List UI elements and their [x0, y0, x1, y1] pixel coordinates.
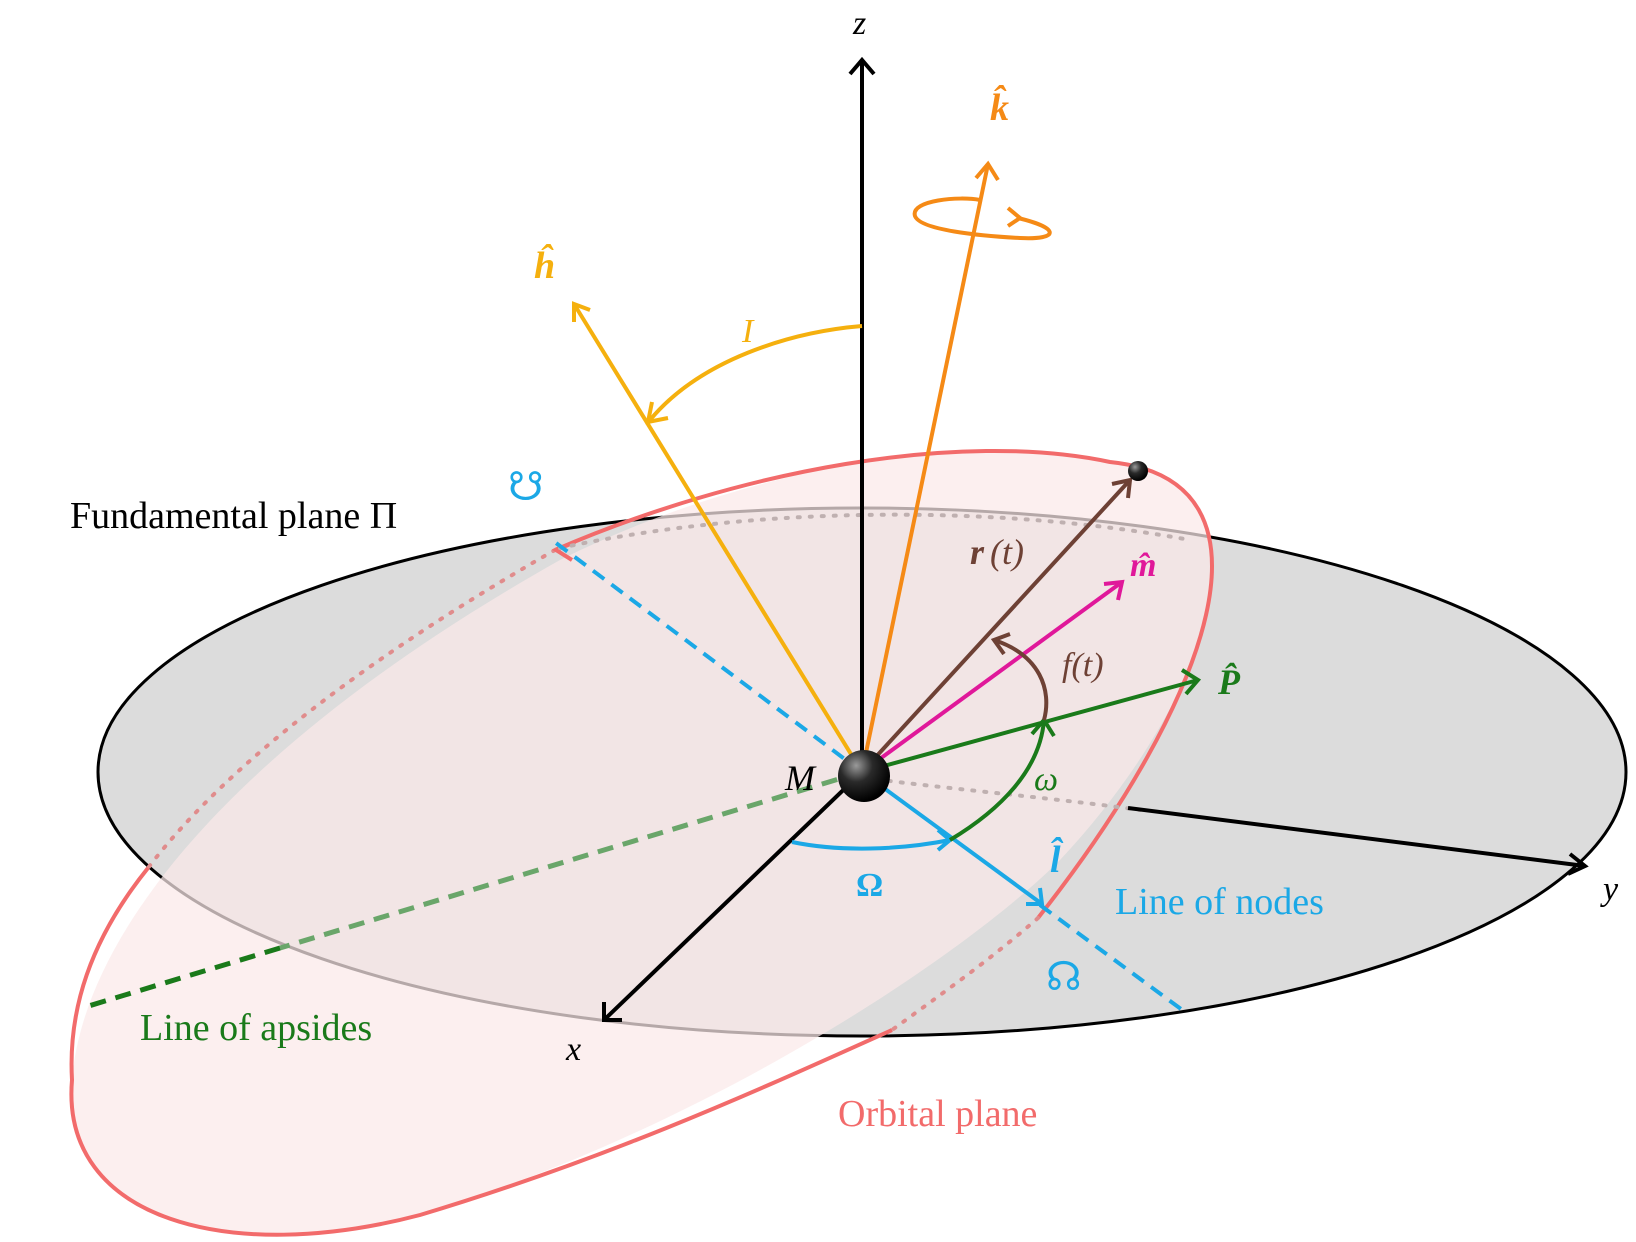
P-vector	[861, 678, 1199, 774]
orbit-upper-arc	[554, 448, 1214, 920]
arg-periapsis-label: ω	[1034, 761, 1058, 798]
r-vector-symbol: r	[970, 532, 985, 572]
central-body	[838, 750, 890, 802]
orbital-plane-fill	[71, 451, 1214, 1235]
P-vector-arrowhead	[1180, 668, 1202, 696]
ascending-node-symbol: ☊	[1046, 954, 1082, 1000]
inclination-arc-arrowhead	[645, 401, 669, 425]
line-of-nodes-label: Line of nodes	[1115, 881, 1324, 923]
true-anomaly-arc	[993, 638, 1049, 721]
arg-periapsis-arc	[948, 719, 1046, 842]
line-of-nodes-front	[1038, 903, 1187, 1014]
true-anomaly-label: f(t)	[1062, 647, 1104, 684]
r-vector-argument: (t)	[990, 532, 1024, 572]
central-body-label: M	[784, 758, 817, 798]
orbit-hidden-arc-right	[890, 916, 1040, 1032]
h-vector-label: ĥ	[534, 244, 555, 287]
y-axis-arrowhead	[1567, 852, 1589, 876]
line-of-apsides-visible	[81, 945, 281, 1011]
omega-node-arc	[791, 838, 951, 851]
axis-z-label: z	[852, 5, 866, 42]
k-precession-arrowhead	[1006, 206, 1024, 228]
m-vector-arrowhead	[1103, 579, 1125, 601]
k-vector-label: k̂	[990, 85, 1009, 129]
line-of-nodes-back	[550, 538, 864, 774]
m-vector-label: m̂	[1130, 547, 1156, 584]
long-asc-node-label: Ω	[856, 867, 883, 904]
r-vector-label: r(t)	[970, 532, 1024, 572]
m-vector	[860, 580, 1124, 774]
orbital-plane-label: Orbital plane	[838, 1093, 1037, 1135]
k-vector-arrowhead	[974, 160, 1000, 182]
line-of-apsides-label: Line of apsides	[140, 1007, 372, 1049]
x-axis-arrowhead	[602, 1002, 622, 1022]
l-vector-label: l̂	[1050, 837, 1064, 881]
k-vector	[860, 163, 990, 773]
line-of-apsides-hidden	[279, 769, 863, 951]
plane-intersection-front	[863, 776, 1142, 812]
h-vector	[572, 302, 864, 774]
axis-x-label: x	[565, 1031, 581, 1068]
P-vector-label: P̂	[1217, 662, 1241, 702]
fundamental-plane-label: Fundamental plane Π	[70, 495, 397, 537]
axis-y-label: y	[1600, 871, 1619, 908]
orbiting-body	[1128, 461, 1148, 481]
descending-node-symbol: ☋	[508, 464, 544, 510]
h-vector-arrowhead	[572, 301, 591, 322]
inclination-label: I	[741, 313, 755, 350]
true-anomaly-arrowhead	[990, 632, 1011, 656]
k-precession-loop	[912, 196, 1052, 241]
x-axis	[602, 770, 864, 1022]
r-vector	[860, 478, 1132, 774]
z-axis-arrowhead	[848, 56, 876, 76]
inclination-arc	[648, 324, 863, 422]
r-vector-arrowhead	[1111, 477, 1133, 499]
y-axis	[1127, 806, 1586, 868]
l-vector-arrowhead	[1026, 887, 1045, 906]
orbit-lower-arc	[69, 866, 893, 1237]
orbit-hidden-arc-left	[146, 548, 557, 870]
orbit-direction-arrow	[551, 540, 576, 562]
